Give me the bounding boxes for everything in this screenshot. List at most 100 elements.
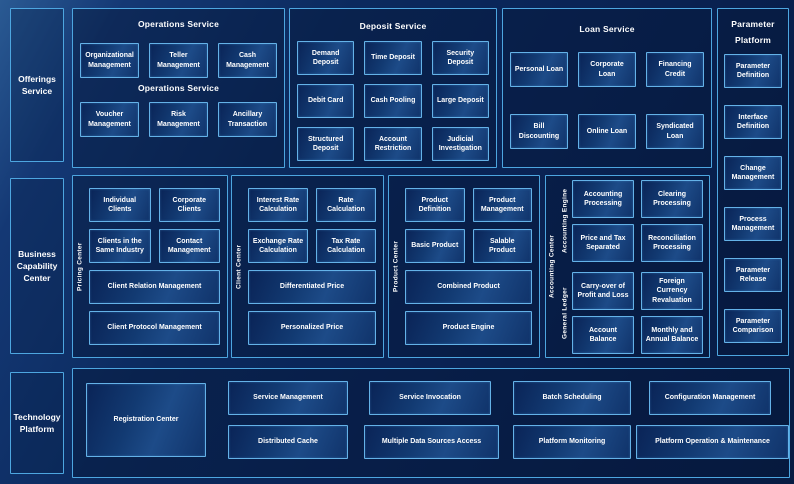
personal-loan-box: Personal Loan: [510, 52, 568, 87]
accounting-engine-grid: Accounting Processing Clearing Processin…: [572, 180, 703, 262]
product-center-panel: Product Center Product Definition Produc…: [388, 175, 540, 358]
foreign-currency-revaluation-box: Foreign Currency Revaluation: [641, 272, 703, 310]
loan-row-1: Personal Loan Corporate Loan Financing C…: [503, 52, 711, 87]
organizational-management-box: Organizational Management: [80, 43, 139, 78]
product-row-2: Basic Product Salable Product: [405, 229, 532, 263]
voucher-management-box: Voucher Management: [80, 102, 139, 137]
client-center-panel: Client Center Interest Rate Calculation …: [231, 175, 384, 358]
product-engine-box: Product Engine: [405, 311, 532, 345]
batch-scheduling-box: Batch Scheduling: [513, 381, 631, 415]
personalized-price-box: Personalized Price: [248, 311, 376, 345]
service-invocation-box: Service Invocation: [369, 381, 491, 415]
process-management-box: Process Management: [724, 207, 782, 242]
exchange-rate-calculation-box: Exchange Rate Calculation: [248, 229, 308, 263]
parameter-platform-items: Parameter Definition Interface Definitio…: [724, 54, 782, 344]
operations-service-subtitle: Operations Service: [137, 83, 220, 93]
rate-calculation-box: Rate Calculation: [316, 188, 376, 222]
time-deposit-box: Time Deposit: [364, 41, 422, 75]
monthly-annual-balance-box: Monthly and Annual Balance: [641, 316, 703, 354]
loan-service-panel: Loan Service Personal Loan Corporate Loa…: [502, 8, 712, 168]
distributed-cache-box: Distributed Cache: [228, 425, 348, 459]
deposit-row-1: Demand Deposit Time Deposit Security Dep…: [290, 41, 496, 75]
technology-platform-panel: Registration Center Service Management S…: [72, 368, 790, 478]
client-relation-management-box: Client Relation Management: [89, 270, 220, 304]
operations-row-1: Organizational Management Teller Managem…: [73, 43, 284, 78]
deposit-service-title: Deposit Service: [359, 21, 427, 31]
account-balance-box: Account Balance: [572, 316, 634, 354]
configuration-management-box: Configuration Management: [649, 381, 771, 415]
corporate-loan-box: Corporate Loan: [578, 52, 636, 87]
accounting-processing-box: Accounting Processing: [572, 180, 634, 218]
client-protocol-management-box: Client Protocol Management: [89, 311, 220, 345]
loan-row-2: Bill Discounting Online Loan Syndicated …: [503, 114, 711, 149]
cash-management-box: Cash Management: [218, 43, 277, 78]
judicial-investigation-box: Judicial Investigation: [431, 127, 489, 161]
bill-discounting-box: Bill Discounting: [510, 114, 568, 149]
registration-center-box: Registration Center: [86, 383, 206, 457]
financing-credit-box: Financing Credit: [646, 52, 704, 87]
client-center-vertical-label: Client Center: [235, 244, 243, 289]
general-ledger-group: General Ledger Carry-over of Profit and …: [558, 272, 703, 354]
change-management-box: Change Management: [724, 156, 782, 191]
general-ledger-grid: Carry-over of Profit and Loss Foreign Cu…: [572, 272, 703, 354]
parameter-comparison-box: Parameter Comparison: [724, 309, 782, 344]
client-row-1: Interest Rate Calculation Rate Calculati…: [248, 188, 376, 222]
operations-service-panel: Operations Service Organizational Manage…: [72, 8, 285, 168]
contact-management-box: Contact Management: [158, 229, 220, 263]
accounting-center-content: Accounting Engine Accounting Processing …: [558, 176, 709, 357]
product-center-vertical-label: Product Center: [392, 240, 400, 293]
parameter-platform-panel: Parameter Platform Parameter Definition …: [717, 8, 789, 356]
accounting-engine-row-2: Price and Tax Separated Reconciliation P…: [572, 224, 703, 262]
pricing-center-content: Individual Clients Corporate Clients Cli…: [87, 176, 227, 357]
syndicated-loan-box: Syndicated Loan: [646, 114, 704, 149]
basic-product-box: Basic Product: [405, 229, 465, 263]
teller-management-box: Teller Management: [149, 43, 208, 78]
product-definition-box: Product Definition: [405, 188, 465, 222]
platform-operation-maintenance-box: Platform Operation & Maintenance: [636, 425, 789, 459]
business-capability-center-band-label: Business Capability Center: [10, 178, 64, 354]
account-restriction-box: Account Restriction: [364, 127, 422, 161]
general-ledger-vertical-label: General Ledger: [561, 287, 569, 339]
deposit-service-panel: Deposit Service Demand Deposit Time Depo…: [289, 8, 497, 168]
clients-in-same-industry-box: Clients in the Same Industry: [89, 229, 151, 263]
client-center-content: Interest Rate Calculation Rate Calculati…: [246, 176, 383, 357]
reconciliation-processing-box: Reconciliation Processing: [641, 224, 703, 262]
interest-rate-calculation-box: Interest Rate Calculation: [248, 188, 308, 222]
client-row-2: Exchange Rate Calculation Tax Rate Calcu…: [248, 229, 376, 263]
online-loan-box: Online Loan: [578, 114, 636, 149]
interface-definition-box: Interface Definition: [724, 105, 782, 140]
salable-product-box: Salable Product: [472, 229, 532, 263]
product-center-content: Product Definition Product Management Ba…: [403, 176, 539, 357]
operations-service-title: Operations Service: [137, 19, 220, 29]
accounting-engine-row-1: Accounting Processing Clearing Processin…: [572, 180, 703, 218]
multiple-data-sources-access-box: Multiple Data Sources Access: [364, 425, 499, 459]
individual-clients-box: Individual Clients: [89, 188, 151, 222]
pricing-row-1: Individual Clients Corporate Clients: [89, 188, 220, 222]
accounting-engine-vertical-label: Accounting Engine: [561, 188, 569, 254]
pricing-center-panel: Pricing Center Individual Clients Corpor…: [72, 175, 228, 358]
operations-row-2: Voucher Management Risk Management Ancil…: [73, 102, 284, 137]
debit-card-box: Debit Card: [297, 84, 355, 118]
pricing-row-2: Clients in the Same Industry Contact Man…: [89, 229, 220, 263]
parameter-definition-box: Parameter Definition: [724, 54, 782, 89]
platform-monitoring-box: Platform Monitoring: [513, 425, 631, 459]
deposit-row-2: Debit Card Cash Pooling Large Deposit: [290, 84, 496, 118]
technology-platform-band-label: Technology Platform: [10, 372, 64, 474]
large-deposit-box: Large Deposit: [431, 84, 489, 118]
parameter-release-box: Parameter Release: [724, 258, 782, 293]
ancillary-transaction-box: Ancillary Transaction: [218, 102, 277, 137]
clearing-processing-box: Clearing Processing: [641, 180, 703, 218]
loan-service-title: Loan Service: [579, 24, 635, 34]
general-ledger-row-1: Carry-over of Profit and Loss Foreign Cu…: [572, 272, 703, 310]
security-deposit-box: Security Deposit: [431, 41, 489, 75]
service-management-box: Service Management: [228, 381, 348, 415]
structured-deposit-box: Structured Deposit: [297, 127, 355, 161]
accounting-center-vertical-label: Accounting Center: [548, 234, 556, 299]
product-row-1: Product Definition Product Management: [405, 188, 532, 222]
parameter-platform-title: Parameter Platform: [731, 19, 775, 46]
demand-deposit-box: Demand Deposit: [297, 41, 355, 75]
pricing-center-vertical-label: Pricing Center: [76, 242, 84, 291]
product-management-box: Product Management: [472, 188, 532, 222]
cash-pooling-box: Cash Pooling: [364, 84, 422, 118]
general-ledger-row-2: Account Balance Monthly and Annual Balan…: [572, 316, 703, 354]
